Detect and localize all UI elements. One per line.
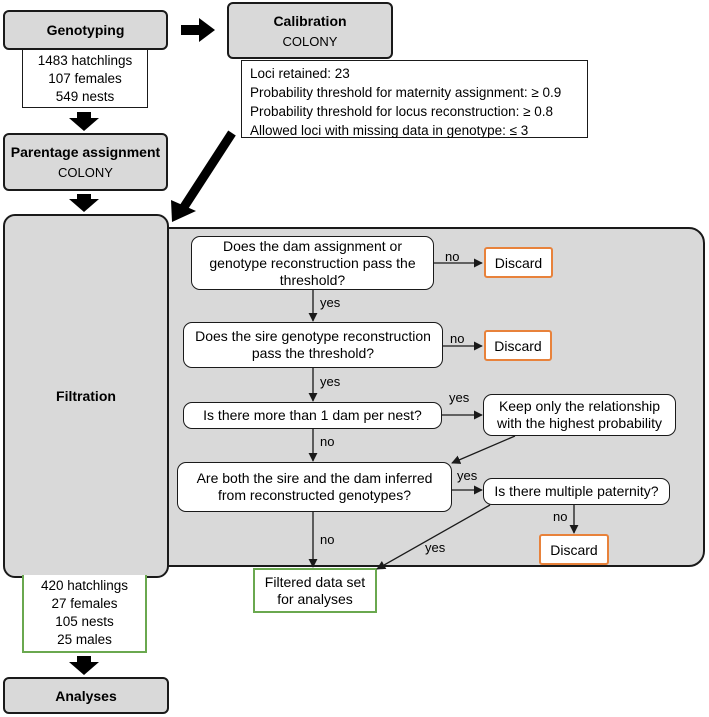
param-locus-threshold: Probability threshold for locus reconstr… <box>250 104 554 119</box>
question-multiple-paternity-text: Is there multiple paternity? <box>494 483 659 499</box>
question-multiple-dams: Is there more than 1 dam per nest? <box>183 402 442 429</box>
calibration-params: Loci retained: 23 Probability threshold … <box>241 60 588 138</box>
question-multiple-paternity: Is there multiple paternity? <box>483 478 670 505</box>
param-loci: Loci retained: 23 <box>250 66 350 81</box>
output-count-nests: 105 nests <box>55 614 114 629</box>
block-arrow-genotyping-calibration <box>181 18 215 42</box>
calibration-subtitle: COLONY <box>282 33 338 49</box>
filtered-data-set-box: Filtered data set for analyses <box>253 568 377 613</box>
discard-label-2: Discard <box>494 337 542 354</box>
analyses-box: Analyses <box>3 677 169 714</box>
label-q3-yes: yes <box>449 390 470 405</box>
label-q1-no: no <box>445 249 460 264</box>
output-count-males: 25 males <box>57 632 112 647</box>
label-q4-yes: yes <box>457 468 478 483</box>
block-arrow-output-analyses <box>69 656 99 675</box>
question-dam-threshold-text: Does the dam assignment or genotype reco… <box>209 237 416 288</box>
label-q5-no: no <box>553 509 568 524</box>
question-sire-threshold-text: Does the sire genotype reconstruction pa… <box>195 328 431 361</box>
block-arrow-calibration-filtration <box>180 130 236 210</box>
parentage-box: Parentage assignment COLONY <box>3 133 168 191</box>
label-q1-yes: yes <box>320 295 341 310</box>
calibration-box: Calibration COLONY <box>227 2 393 59</box>
discard-box-1: Discard <box>484 247 553 278</box>
discard-label-1: Discard <box>494 254 543 271</box>
discard-box-3: Discard <box>539 534 609 565</box>
question-sire-threshold: Does the sire genotype reconstruction pa… <box>183 322 443 368</box>
genotyping-counts: 1483 hatchlings 107 females 549 nests <box>22 49 148 108</box>
block-arrow-genotyping-parentage <box>69 112 99 131</box>
genotyping-box: Genotyping <box>3 10 168 50</box>
label-q4-no: no <box>320 532 335 547</box>
param-missing-loci: Allowed loci with missing data in genoty… <box>250 123 529 138</box>
label-q2-no: no <box>450 331 465 346</box>
parentage-title: Parentage assignment <box>10 144 161 160</box>
label-q2-yes: yes <box>320 374 341 389</box>
label-q5-yes: yes <box>425 540 446 555</box>
output-counts: 420 hatchlings 27 females 105 nests 25 m… <box>22 575 147 653</box>
output-count-females: 27 females <box>51 596 118 611</box>
filtration-title: Filtration <box>56 388 116 404</box>
genotyping-count-females: 107 females <box>48 70 122 86</box>
discard-label-3: Discard <box>550 541 598 558</box>
question-reconstructed-genotypes-text: Are both the sire and the dam inferred f… <box>196 470 433 503</box>
question-reconstructed-genotypes: Are both the sire and the dam inferred f… <box>177 462 452 512</box>
calibration-title: Calibration <box>273 12 347 29</box>
parentage-subtitle: COLONY <box>58 165 113 180</box>
block-arrow-parentage-filtration <box>69 194 99 212</box>
label-q3-no: no <box>320 434 335 449</box>
param-maternity-threshold: Probability threshold for maternity assi… <box>250 85 562 100</box>
keep-highest-probability-text: Keep only the relationship with the high… <box>497 398 662 431</box>
filtration-box: Filtration <box>3 214 169 578</box>
arrow-q5-yes <box>376 504 491 570</box>
discard-box-2: Discard <box>484 330 552 361</box>
keep-highest-probability-box: Keep only the relationship with the high… <box>483 394 676 436</box>
arrow-keep-to-q4 <box>451 435 516 464</box>
output-count-hatchlings: 420 hatchlings <box>40 578 129 593</box>
genotyping-count-hatchlings: 1483 hatchlings <box>37 52 133 68</box>
genotyping-title: Genotyping <box>46 22 125 38</box>
question-dam-threshold: Does the dam assignment or genotype reco… <box>191 236 434 290</box>
analyses-title: Analyses <box>55 687 117 704</box>
filtered-data-set-text: Filtered data set for analyses <box>264 573 366 607</box>
question-multiple-dams-text: Is there more than 1 dam per nest? <box>203 407 422 423</box>
genotyping-count-nests: 549 nests <box>55 88 115 104</box>
